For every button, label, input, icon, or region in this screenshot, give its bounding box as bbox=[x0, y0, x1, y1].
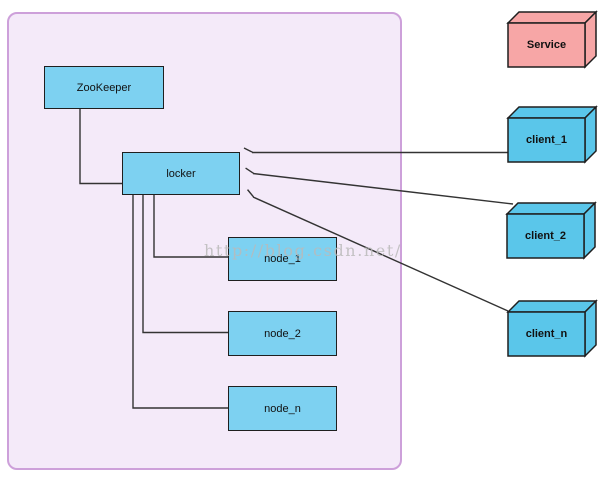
node-noden-label: node_n bbox=[264, 402, 301, 415]
box3d-clientn-label: client_n bbox=[525, 328, 568, 340]
node-zookeeper: ZooKeeper bbox=[44, 66, 164, 109]
box3d-client2-label: client_2 bbox=[525, 230, 566, 242]
box3d-clientn: client_n bbox=[506, 299, 598, 358]
node-locker: locker bbox=[122, 152, 240, 195]
box3d-service-label: Service bbox=[526, 39, 567, 51]
box3d-client1-shape bbox=[506, 105, 598, 164]
box3d-service: Service bbox=[506, 10, 598, 69]
node-node1: node_1 bbox=[228, 237, 337, 281]
node-noden: node_n bbox=[228, 386, 337, 431]
watermark-text: http://blog.csdn.net/ bbox=[204, 241, 402, 260]
node-node1-label: node_1 bbox=[264, 253, 301, 265]
node-node2-label: node_2 bbox=[264, 327, 301, 340]
box3d-service-shape bbox=[506, 10, 598, 69]
node-locker-label: locker bbox=[166, 167, 196, 180]
box3d-client2: client_2 bbox=[505, 201, 597, 260]
node-node2: node_2 bbox=[228, 311, 337, 356]
box3d-client1-label: client_1 bbox=[526, 134, 567, 146]
box3d-client2-shape bbox=[505, 201, 597, 260]
node-zookeeper-label: ZooKeeper bbox=[76, 81, 132, 94]
box3d-clientn-shape bbox=[506, 299, 598, 358]
box3d-client1: client_1 bbox=[506, 105, 598, 164]
